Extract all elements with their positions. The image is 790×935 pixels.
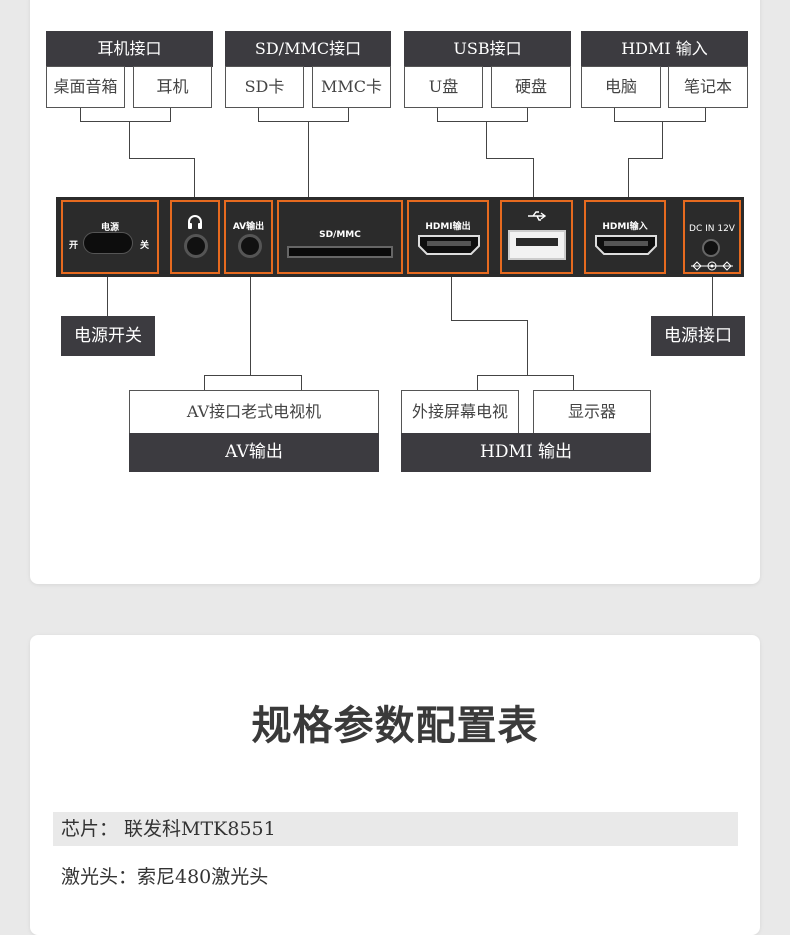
- dc-jack-icon: [702, 239, 720, 257]
- polarity-icon: [691, 261, 733, 271]
- spec-title: 规格参数配置表: [251, 702, 539, 749]
- hdmi-out-label: HDMI输出: [425, 222, 471, 232]
- group-header-usb: USB接口: [404, 31, 571, 67]
- av-jack-icon: [238, 234, 262, 258]
- group-header-headphone: 耳机接口: [46, 31, 213, 67]
- sd-mmc-label: SD/MMC: [319, 230, 361, 240]
- group-header-hdmi-out: HDMI 输出: [401, 433, 651, 472]
- power-on-label: 开: [69, 241, 79, 251]
- hdmi-in-label: HDMI输入: [602, 222, 648, 232]
- group-header-av-out: AV输出: [129, 433, 379, 472]
- group-item-mmc-card: MMC卡: [312, 66, 391, 108]
- group-item-earphone: 耳机: [133, 66, 212, 108]
- usb-socket-icon: [508, 230, 566, 260]
- group-item-sd-card: SD卡: [225, 66, 304, 108]
- port-usb: [500, 200, 573, 274]
- hdmi-in-connector-icon: [595, 235, 657, 255]
- power-switch-label: 电源: [100, 223, 119, 233]
- dc-in-label: DC IN 12V: [689, 224, 735, 234]
- rocker-switch-icon: [83, 232, 133, 254]
- port-power-switch: 电源 开 关: [61, 200, 159, 274]
- group-item-monitor: 显示器: [533, 390, 651, 434]
- group-item-laptop: 笔记本: [668, 66, 748, 108]
- group-header-sdmmc: SD/MMC接口: [225, 31, 391, 67]
- hdmi-out-connector-icon: [418, 235, 480, 255]
- av-out-label: AV输出: [232, 222, 265, 232]
- port-hdmi-out: HDMI输出: [407, 200, 489, 274]
- port-av-out: AV输出: [224, 200, 273, 274]
- headphone-icon: [188, 215, 202, 229]
- group-item-external-tv: 外接屏幕电视: [401, 390, 519, 434]
- group-item-speaker: 桌面音箱: [46, 66, 125, 108]
- group-header-hdmi-in: HDMI 输入: [581, 31, 748, 67]
- group-item-old-tv: AV接口老式电视机: [129, 390, 379, 434]
- spec-card: [30, 635, 760, 935]
- group-item-hard-disk: 硬盘: [491, 66, 571, 108]
- card-slot-icon: [287, 246, 393, 258]
- port-headphone: [170, 200, 220, 274]
- spec-row-chip: 芯片： 联发科MTK8551: [53, 812, 738, 846]
- group-item-u-disk: U盘: [404, 66, 483, 108]
- group-item-computer: 电脑: [581, 66, 661, 108]
- headphone-jack-icon: [184, 234, 208, 258]
- port-hdmi-in: HDMI输入: [584, 200, 666, 274]
- power-off-label: 关: [139, 241, 149, 251]
- power-switch-caption: 电源开关: [61, 316, 155, 356]
- port-sd-mmc: SD/MMC: [277, 200, 403, 274]
- spec-row-laser: 激光头：索尼480激光头: [61, 866, 269, 888]
- port-dc-in: DC IN 12V: [683, 200, 741, 274]
- usb-icon: [528, 211, 547, 221]
- power-port-caption: 电源接口: [651, 316, 745, 356]
